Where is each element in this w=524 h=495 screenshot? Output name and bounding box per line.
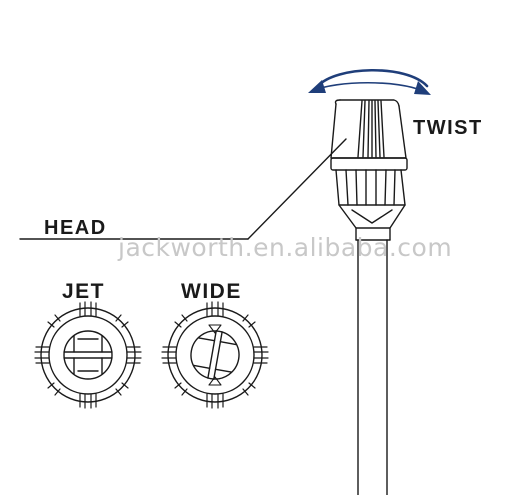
nozzle-head bbox=[330, 99, 408, 241]
stake-pole bbox=[357, 239, 388, 495]
wide-label: WIDE bbox=[181, 280, 242, 303]
head-label: HEAD bbox=[44, 217, 107, 239]
jet-nozzle-face bbox=[34, 301, 142, 409]
wide-nozzle-face bbox=[161, 301, 269, 409]
twist-label: TWIST bbox=[413, 117, 483, 139]
jet-label: JET bbox=[62, 280, 106, 303]
watermark-text: jackworth.en.alibaba.com bbox=[118, 233, 453, 262]
head-leader-line bbox=[19, 138, 347, 240]
twist-arrow-icon bbox=[308, 68, 431, 95]
